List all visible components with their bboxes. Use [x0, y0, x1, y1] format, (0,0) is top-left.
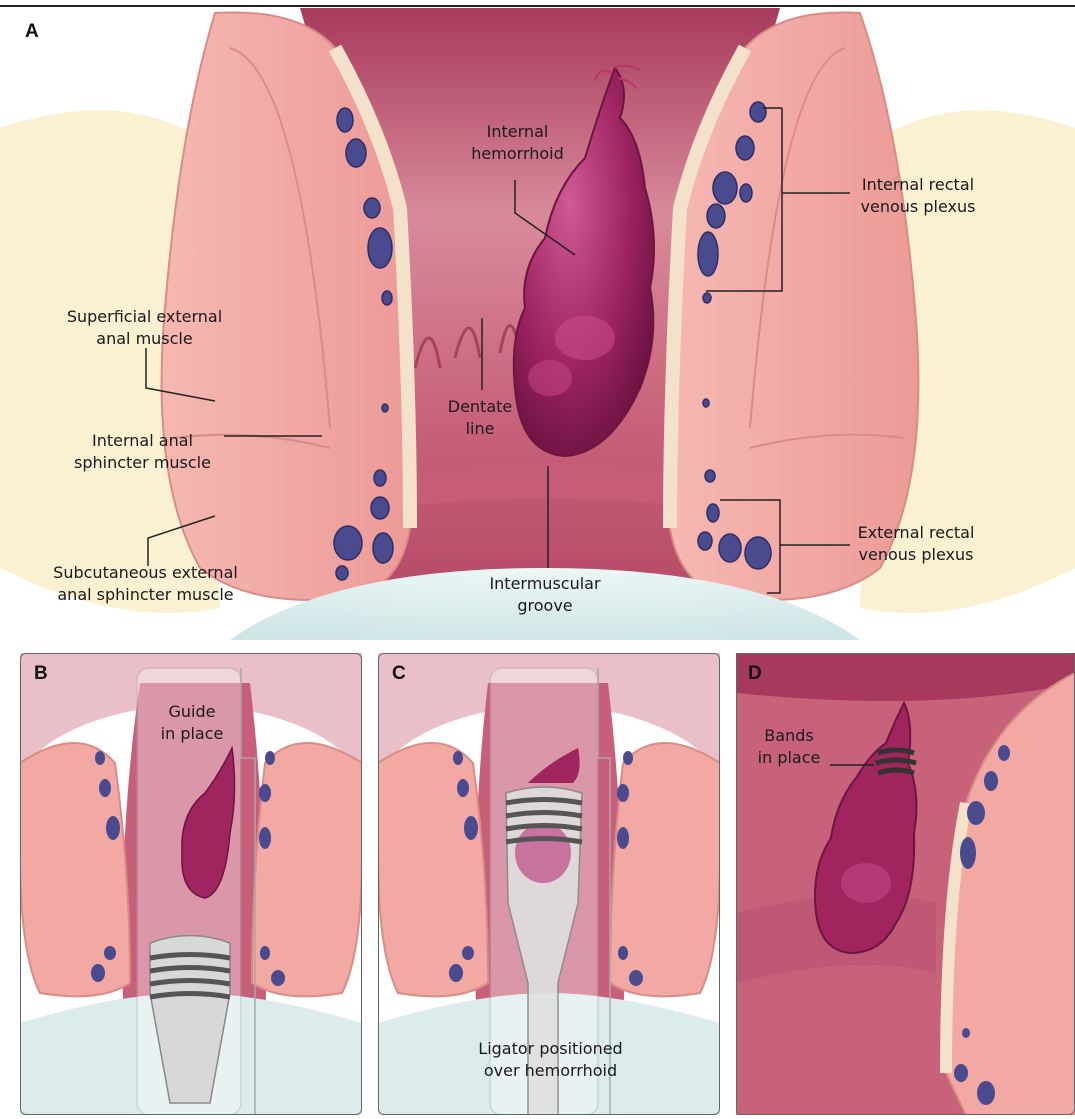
panel-b-letter: B — [34, 663, 48, 685]
top-rule — [0, 5, 1075, 7]
panel-c-letter: C — [392, 663, 406, 685]
panel-d-illustration — [736, 653, 1075, 1115]
hemorrhoid-c — [515, 823, 571, 883]
panel-d-letter: D — [748, 663, 762, 685]
right-muscle-c — [610, 743, 720, 996]
panel-a-letter: A — [25, 21, 39, 43]
right-muscle-b — [252, 743, 362, 996]
